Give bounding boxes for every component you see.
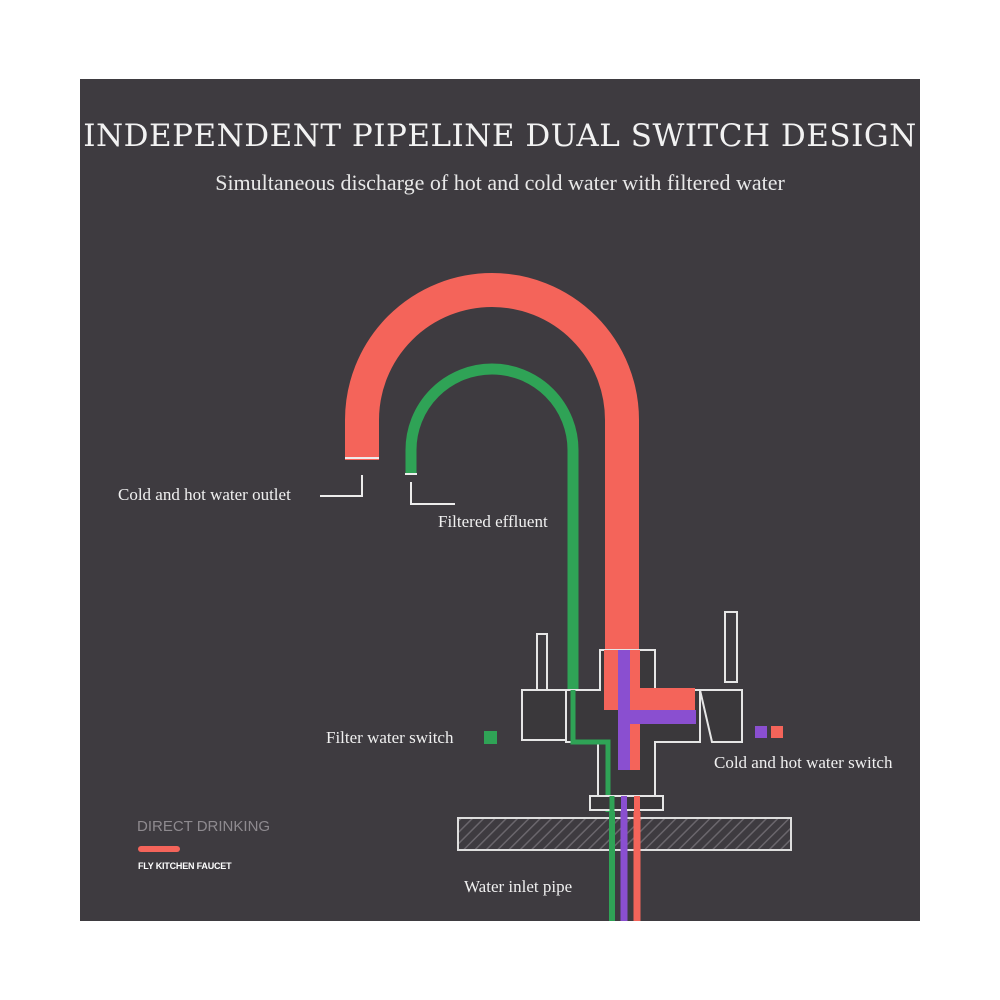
background-panel [80,79,920,921]
outlet-leader [320,475,363,497]
right-handle-base [698,689,743,743]
label-filtered: Filtered effluent [438,512,548,531]
left-handle-base [521,689,567,741]
label-hot-cold-switch: Cold and hot water switch [714,753,893,772]
left-handle-stem [536,633,548,691]
brand-title: DIRECT DRINKING [137,818,271,835]
page-title: INDEPENDENT PIPELINE DUAL SWITCH DESIGN [83,118,917,154]
label-inlet: Water inlet pipe [464,877,573,896]
filtered-spout [405,363,579,690]
filtered-channel [570,690,611,812]
right-handle-stem [724,611,738,683]
hot-cold-spout [345,273,639,650]
filter-switch-swatch [484,731,497,744]
page-subtitle: Simultaneous discharge of hot and cold w… [215,170,785,195]
filtered-leader [410,482,455,505]
cold-channel [618,650,630,770]
switch-swatch-purple [755,726,767,738]
switch-swatch-red [771,726,783,738]
label-filter-switch: Filter water switch [326,728,454,747]
label-outlet: Cold and hot water outlet [118,485,291,504]
brand-subtitle: FLY KITCHEN FAUCET [138,861,232,871]
brand-accent-bar [138,846,180,852]
